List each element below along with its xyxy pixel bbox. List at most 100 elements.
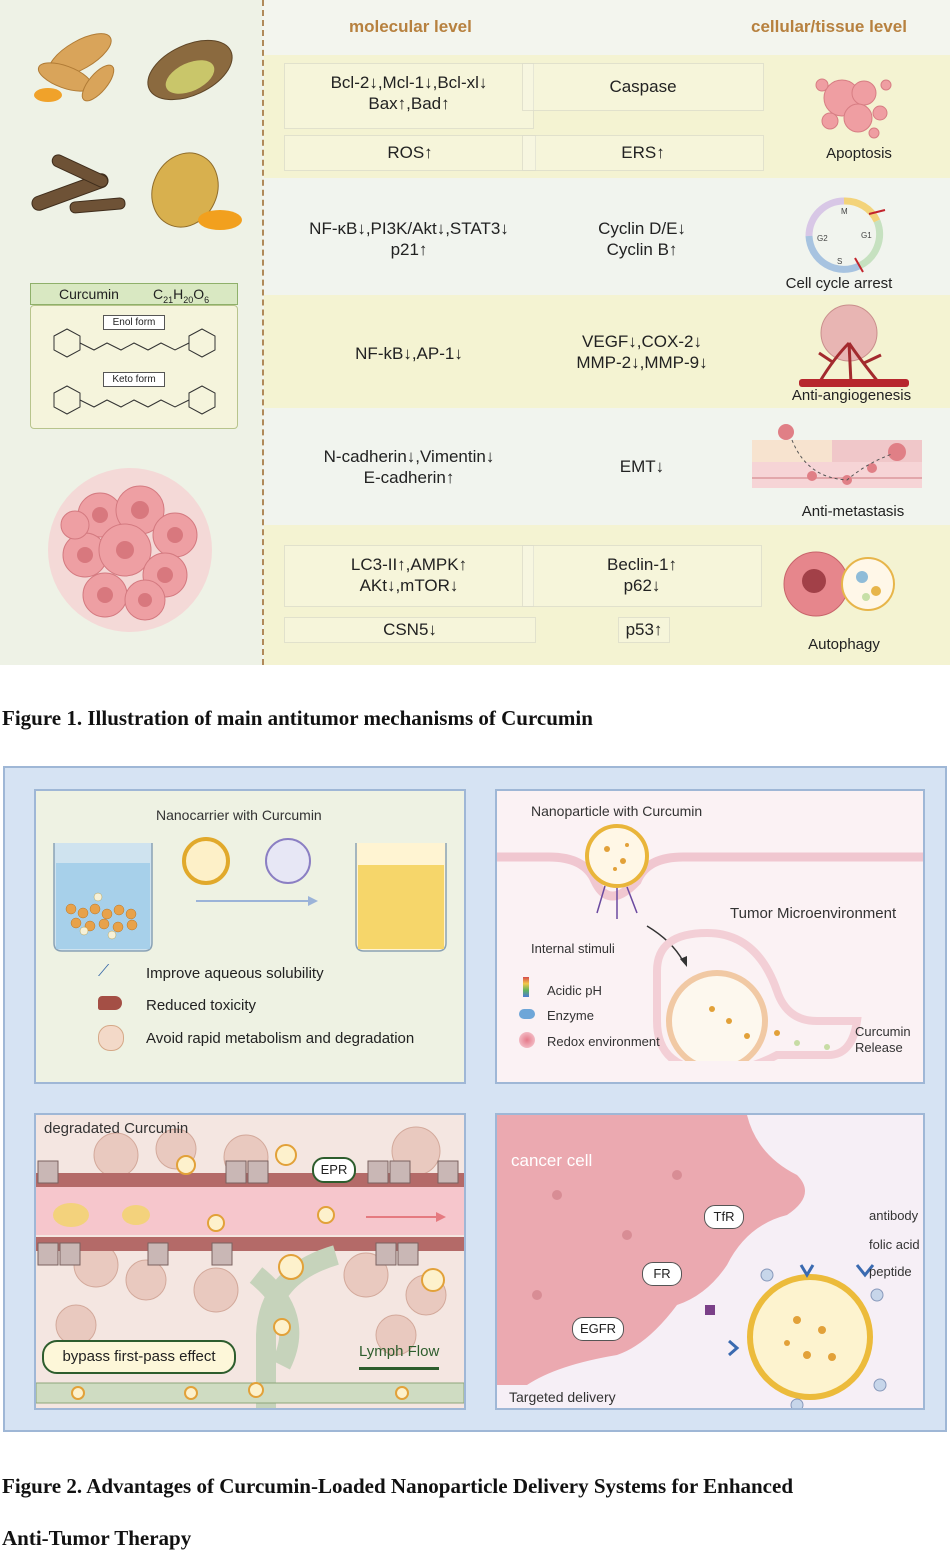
tfr-receptor: TfR bbox=[704, 1205, 744, 1229]
row-cell-cycle: NF-κB↓,PI3K/Akt↓,STAT3↓ p21↑ Cyclin D/E↓… bbox=[264, 178, 950, 295]
phase-s: S bbox=[837, 257, 842, 266]
lymph-flow-arrow bbox=[359, 1367, 439, 1370]
nanocarrier-title: Nanocarrier with Curcumin bbox=[156, 807, 322, 823]
syringe-icon: ⟋ bbox=[98, 963, 110, 980]
tumor-cluster-illustration bbox=[48, 468, 212, 632]
e-cadherin-marker: E-cadherin↑ bbox=[363, 468, 455, 487]
fr-receptor: FR bbox=[642, 1262, 682, 1286]
egfr-receptor: EGFR bbox=[572, 1317, 624, 1341]
stimulus-ph: Acidic pH bbox=[547, 983, 602, 998]
p62-marker: p62↓ bbox=[623, 576, 661, 595]
apoptosis-label: Apoptosis bbox=[826, 145, 892, 162]
stimulus-redox: Redox environment bbox=[547, 1034, 660, 1049]
row-autophagy: LC3-II↑,AMPK↑ AKt↓,mTOR↓ CSN5↓ Beclin-1↑… bbox=[264, 525, 950, 665]
autophagy-molecular: LC3-II↑,AMPK↑ AKt↓,mTOR↓ bbox=[284, 545, 534, 607]
mmp-marker: MMP-2↓,MMP-9↓ bbox=[576, 353, 708, 372]
curcumin-source-panel: Curcumin C21H20O6 Enol form Keto form bbox=[0, 0, 262, 665]
n-cadherin-markers: N-cadherin↓,Vimentin↓ bbox=[323, 447, 495, 466]
blood-vessel-illustration bbox=[36, 1126, 464, 1408]
angiogenesis-markers: VEGF↓,COX-2↓ MMP-2↓,MMP-9↓ bbox=[522, 331, 762, 373]
epr-badge: EPR bbox=[312, 1157, 356, 1183]
targeted-delivery-label: Targeted delivery bbox=[509, 1389, 616, 1405]
p21-marker: p21↑ bbox=[390, 240, 428, 259]
beclin-markers: Beclin-1↑ p62↓ bbox=[522, 545, 762, 607]
bypass-first-pass-badge: bypass first-pass effect bbox=[42, 1340, 236, 1374]
panel-epr-lymph: degradated Curcumin EPR bypass first-pas… bbox=[34, 1113, 466, 1410]
lc3-markers: LC3-II↑,AMPK↑ bbox=[350, 555, 468, 574]
ligand-peptide: peptide bbox=[869, 1264, 912, 1279]
benefit-toxicity: Reduced toxicity bbox=[146, 997, 257, 1014]
curcumin-structure-box: Enol form Keto form bbox=[30, 305, 238, 429]
bax-markers: Bax↑,Bad↑ bbox=[368, 94, 450, 113]
ligand-folic-acid: folic acid bbox=[869, 1237, 920, 1252]
figure-2: Nanocarrier with Curcumin ⟋ Improve aque… bbox=[3, 766, 947, 1432]
cellular-level-header: cellular/tissue level bbox=[751, 17, 907, 36]
vegf-marker: VEGF↓,COX-2↓ bbox=[582, 332, 702, 351]
apoptosis-cell-icon bbox=[815, 78, 892, 139]
metastasis-label: Anti-metastasis bbox=[801, 503, 905, 520]
cell-cycle-molecular: NF-κB↓,PI3K/Akt↓,STAT3↓ p21↑ bbox=[284, 218, 534, 260]
figure-1: Curcumin C21H20O6 Enol form Keto form bbox=[0, 0, 950, 665]
internal-stimuli-label: Internal stimuli bbox=[531, 941, 615, 956]
nfkb-ap1-marker: NF-kB↓,AP-1↓ bbox=[355, 344, 463, 363]
cyclin-de-marker: Cyclin D/E↓ bbox=[598, 219, 686, 238]
cyclin-markers: Cyclin D/E↓ Cyclin B↑ bbox=[522, 218, 762, 260]
caspase-marker: Caspase bbox=[522, 63, 764, 111]
bcl2-markers: Bcl-2↓,Mcl-1↓,Bcl-xl↓ bbox=[330, 73, 488, 92]
emt-marker: EMT↓ bbox=[619, 457, 665, 476]
curcumin-title-bar: Curcumin C21H20O6 bbox=[30, 283, 238, 305]
keto-form-label: Keto form bbox=[103, 372, 165, 387]
degraded-curcumin-label: degradated Curcumin bbox=[44, 1120, 189, 1137]
chemical-structure-icon bbox=[53, 328, 216, 415]
stimulus-enzyme: Enzyme bbox=[547, 1008, 594, 1023]
akt-markers: AKt↓,mTOR↓ bbox=[359, 576, 459, 595]
curcumin-formula: C21H20O6 bbox=[153, 286, 210, 305]
beaker-illustration bbox=[53, 837, 447, 952]
panel-nanocarrier: Nanocarrier with Curcumin ⟋ Improve aque… bbox=[34, 789, 466, 1084]
molecular-level-header: molecular level bbox=[349, 17, 472, 36]
curcumin-release-label-2: Release bbox=[855, 1040, 903, 1055]
figure-1-caption: Figure 1. Illustration of main antitumor… bbox=[2, 706, 593, 730]
tumor-microenvironment-label: Tumor Microenvironment bbox=[730, 905, 897, 922]
figure-2-caption-line-1: Figure 2. Advantages of Curcumin-Loaded … bbox=[2, 1474, 793, 1498]
autophagy-label: Autophagy bbox=[808, 636, 880, 653]
cancer-cell-illustration bbox=[497, 1115, 887, 1408]
metabolism-blocked-icon bbox=[98, 1025, 124, 1051]
enol-form-label: Enol form bbox=[103, 315, 165, 330]
metastasis-tissue-icon bbox=[752, 424, 922, 488]
turmeric-rhizome-illustration bbox=[31, 33, 242, 230]
angiogenesis-tumor-icon bbox=[799, 304, 909, 387]
curcumin-name: Curcumin bbox=[59, 286, 119, 302]
nanoparticle-title: Nanoparticle with Curcumin bbox=[531, 803, 703, 819]
csn5-marker: CSN5↓ bbox=[284, 617, 536, 643]
ros-marker: ROS↑ bbox=[284, 135, 536, 171]
metastasis-molecular: N-cadherin↓,Vimentin↓ E-cadherin↑ bbox=[284, 446, 534, 488]
autophagy-cell-icon bbox=[783, 551, 895, 617]
cancer-cell-label: cancer cell bbox=[511, 1151, 593, 1170]
cell-cycle-label: Cell cycle arrest bbox=[785, 275, 893, 292]
enzyme-icon bbox=[519, 1009, 535, 1019]
ph-strip-icon bbox=[523, 977, 529, 997]
ligand-antibody: antibody bbox=[869, 1208, 919, 1223]
phase-g1: G1 bbox=[861, 231, 872, 240]
figure-2-caption-line-2: Anti-Tumor Therapy bbox=[2, 1526, 192, 1550]
angiogenesis-label: Anti-angiogenesis bbox=[791, 387, 912, 404]
nfkb-markers: NF-κB↓,PI3K/Akt↓,STAT3↓ bbox=[309, 219, 509, 238]
curcumin-release-label-1: Curcumin bbox=[855, 1024, 911, 1039]
redox-icon bbox=[519, 1032, 535, 1048]
membrane-illustration bbox=[497, 824, 923, 1061]
liver-icon bbox=[98, 996, 122, 1010]
panel-targeted-delivery: cancer cell TfR FR EGFR antibody folic a… bbox=[495, 1113, 925, 1410]
lymph-flow-label: Lymph Flow bbox=[359, 1343, 440, 1360]
cyclin-b-marker: Cyclin B↑ bbox=[606, 240, 678, 259]
p53-marker: p53↑ bbox=[618, 617, 670, 643]
benefit-solubility: Improve aqueous solubility bbox=[146, 965, 324, 982]
cell-cycle-wheel-icon: M G1 S G2 bbox=[805, 197, 886, 273]
apoptosis-molecular: Bcl-2↓,Mcl-1↓,Bcl-xl↓ Bax↑,Bad↑ bbox=[284, 63, 534, 129]
column-divider bbox=[262, 0, 264, 665]
row-apoptosis: Bcl-2↓,Mcl-1↓,Bcl-xl↓ Bax↑,Bad↑ ROS↑ Cas… bbox=[264, 55, 950, 178]
ers-marker: ERS↑ bbox=[522, 135, 764, 171]
panel-tumor-microenvironment: Nanoparticle with Curcumin Tumor Microen… bbox=[495, 789, 925, 1084]
benefit-metabolism: Avoid rapid metabolism and degradation bbox=[146, 1030, 415, 1047]
row-angiogenesis: NF-kB↓,AP-1↓ VEGF↓,COX-2↓ MMP-2↓,MMP-9↓ … bbox=[264, 295, 950, 408]
